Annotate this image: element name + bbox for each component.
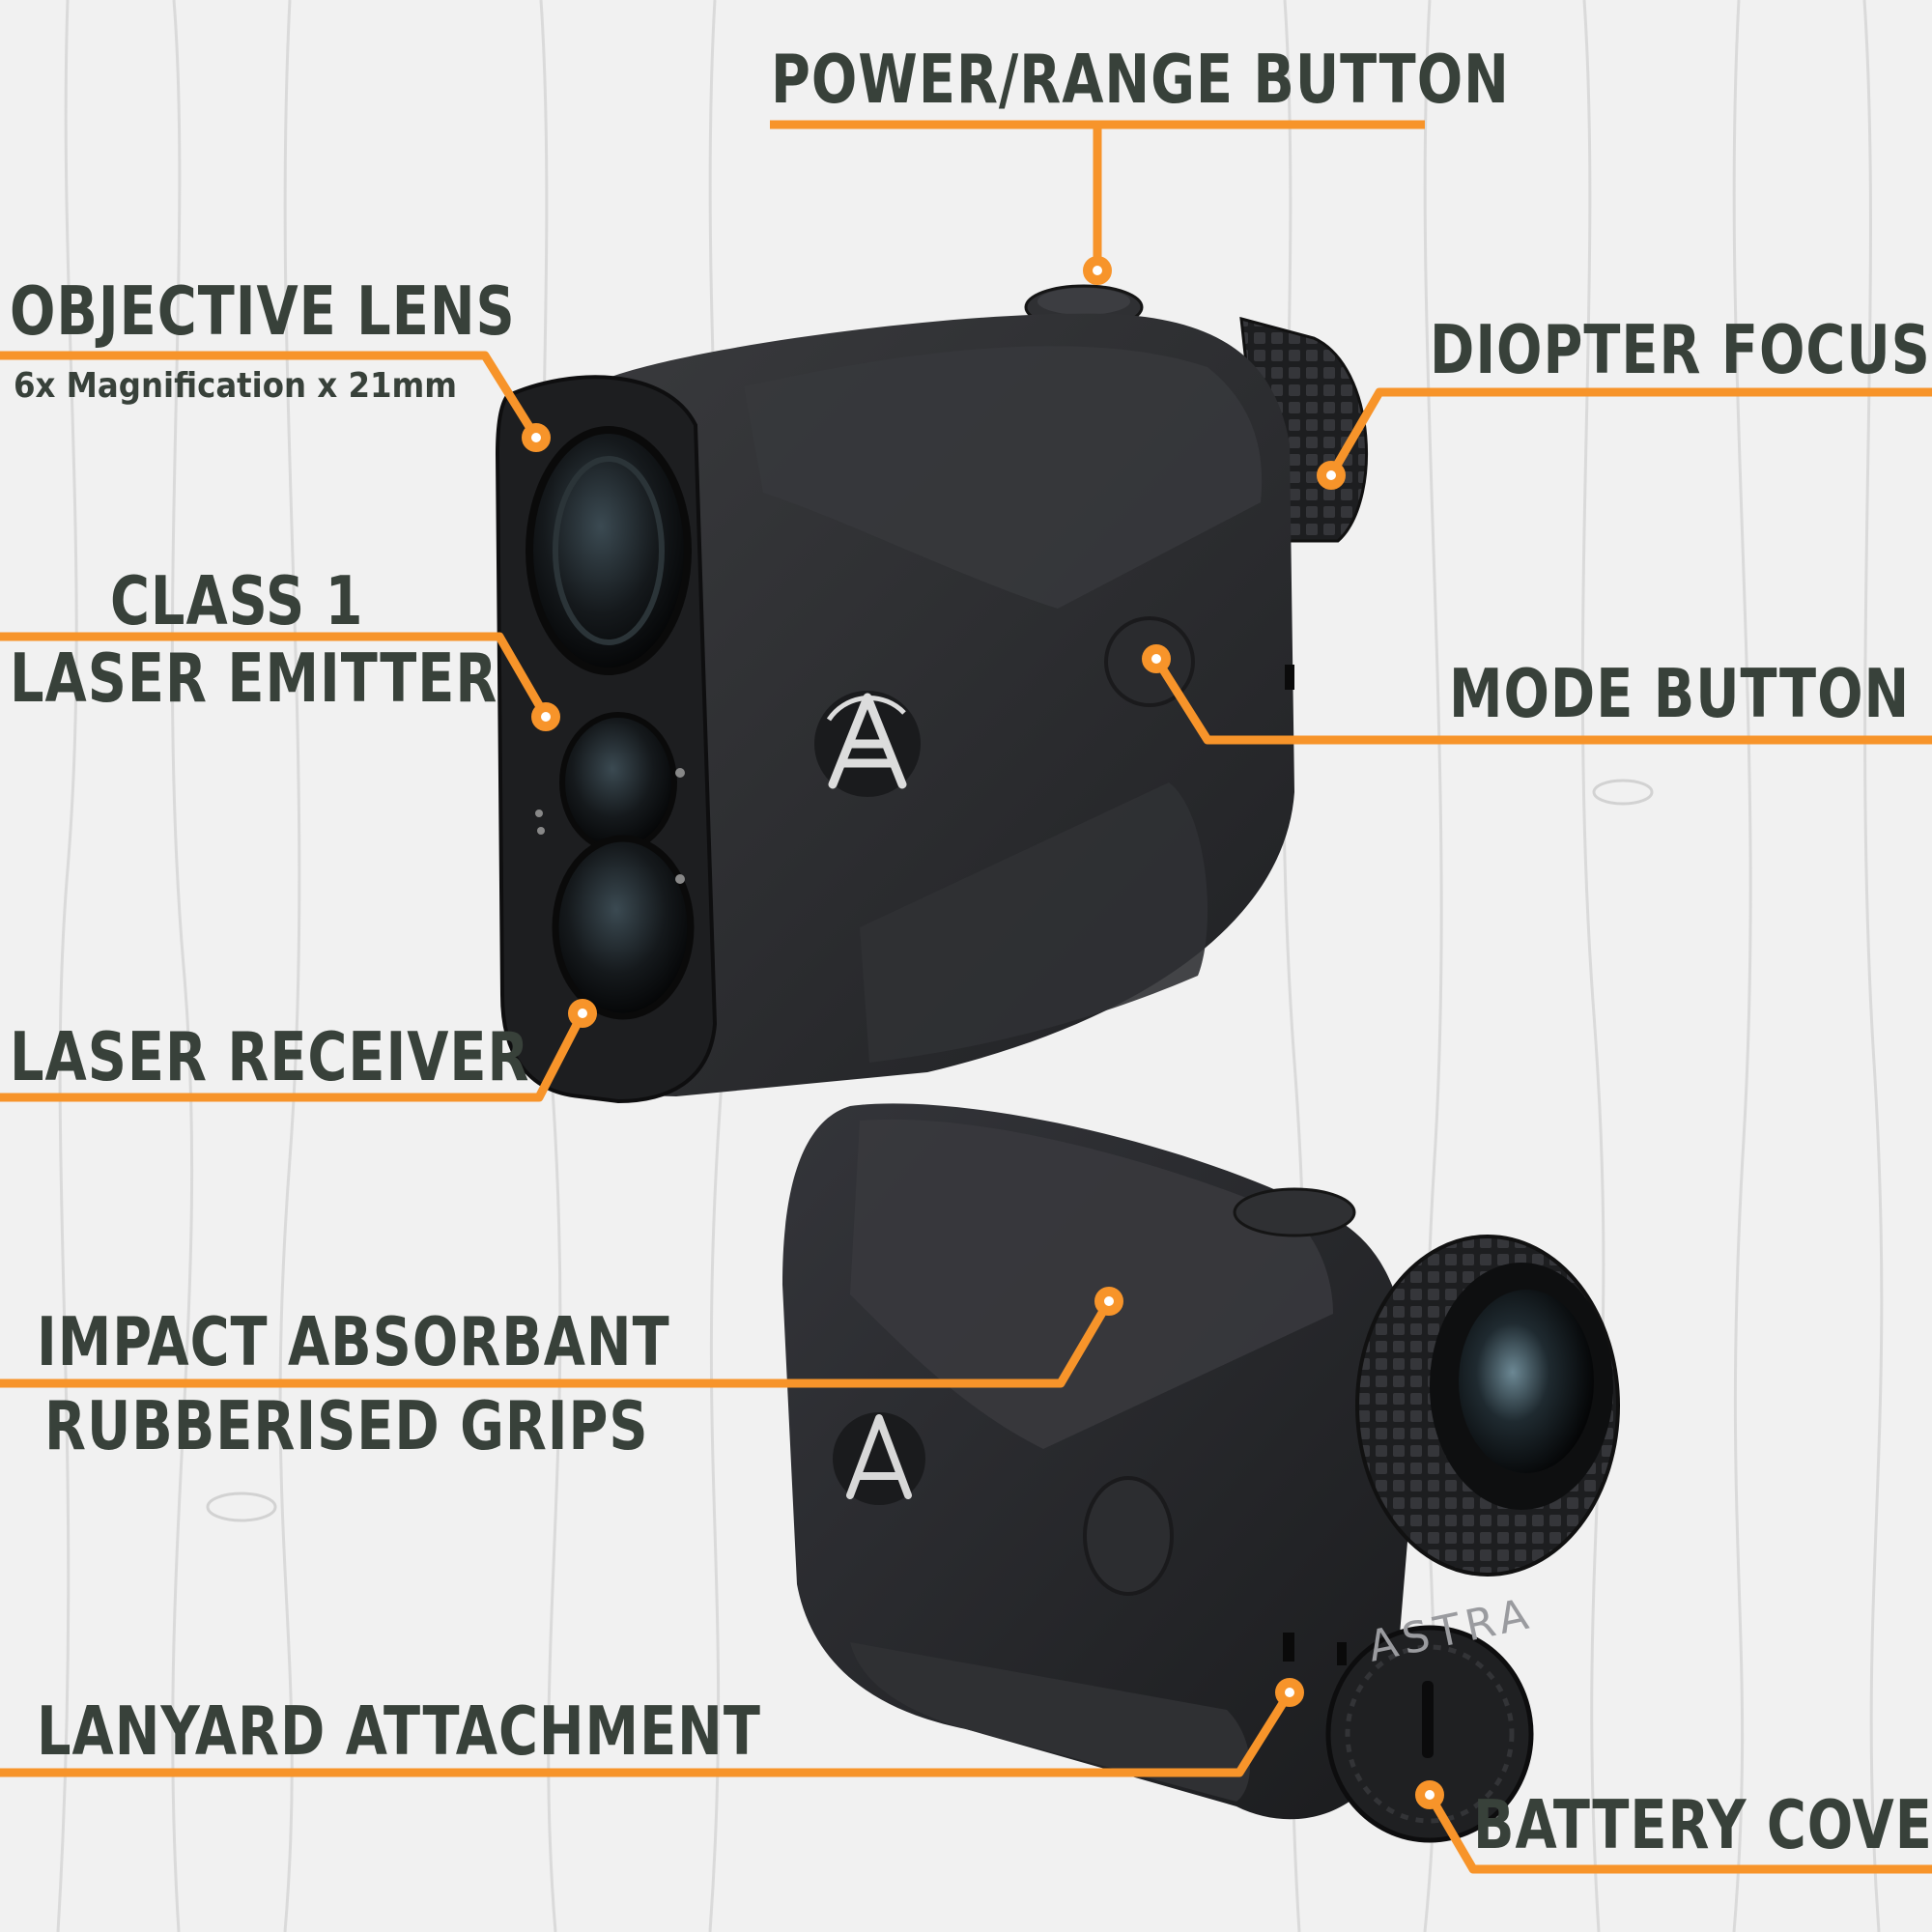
callout-line-emitter (0, 632, 550, 720)
callout-dots (522, 256, 1444, 1809)
label-lanyard-attachment: LANYARD ATTACHMENT (37, 1691, 761, 1772)
top-rangefinder (495, 284, 1368, 1104)
label-objective-lens-detail: 6x Magnification x 21mm (14, 366, 458, 406)
top-grip-panel (744, 346, 1263, 609)
callout-lines (0, 120, 1932, 1874)
callout-line-lanyard (0, 1690, 1293, 1777)
label-battery-cover: BATTERY COVER (1473, 1785, 1932, 1865)
callout-line-battery (1426, 1792, 1932, 1874)
bottom-logo-icon (833, 1412, 925, 1505)
label-diopter-focus: DIOPTER FOCUS (1430, 310, 1931, 390)
label-laser-emitter: LASER EMITTER (10, 639, 498, 719)
bottom-lower-grip (850, 1642, 1250, 1802)
label-objective-lens: OBJECTIVE LENS (10, 271, 516, 352)
callout-line-receiver (0, 1010, 586, 1102)
laser-receiver-lens (552, 835, 695, 1020)
bottom-top-grip (850, 1119, 1333, 1449)
laser-emitter-lens (559, 712, 677, 853)
bottom-mode-button (1083, 1476, 1174, 1596)
callout-line-diopter (1327, 387, 1932, 478)
bottom-power-button (1233, 1187, 1356, 1237)
astra-triangle-logo-icon (814, 691, 921, 797)
label-power-range-button: POWER/RANGE BUTTON (771, 40, 1510, 120)
callout-line-mode (1152, 656, 1932, 745)
top-lower-grip (860, 782, 1208, 1063)
label-mode-button: MODE BUTTON (1449, 654, 1911, 734)
lanyard-slot (1283, 1633, 1294, 1662)
callout-line-objective (0, 351, 540, 440)
callout-line-power (770, 120, 1425, 269)
bottom-rangefinder (782, 1103, 1620, 1843)
callout-line-impact (0, 1298, 1113, 1388)
label-laser-receiver: LASER RECEIVER (10, 1017, 530, 1097)
label-rubberised-grips: RUBBERISED GRIPS (44, 1386, 649, 1466)
label-class-1: CLASS 1 (110, 561, 364, 641)
label-impact-absorbant: IMPACT ABSORBANT (37, 1302, 670, 1382)
